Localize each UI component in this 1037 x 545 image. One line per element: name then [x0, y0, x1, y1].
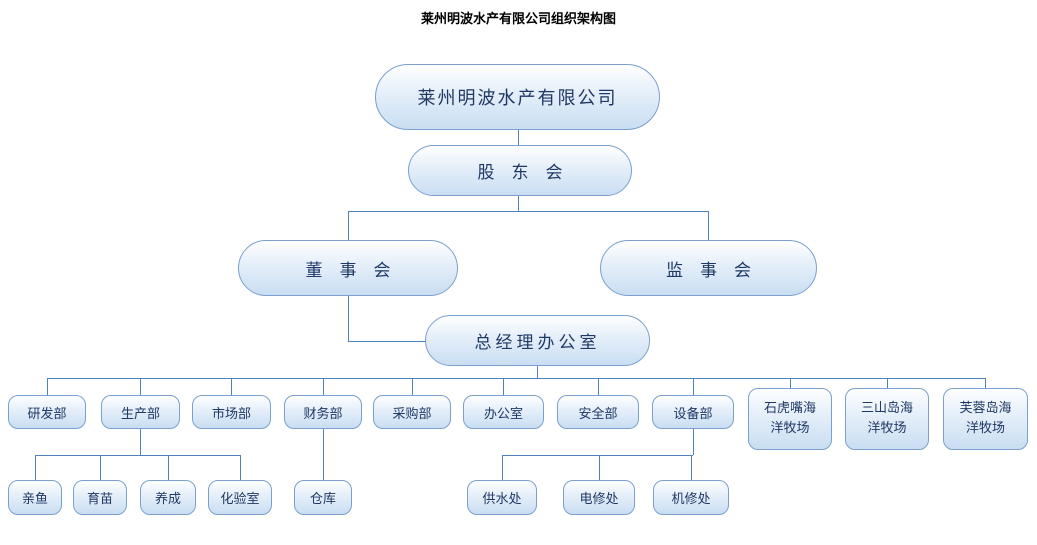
node-sub-seedling: 育苗 — [73, 480, 127, 515]
connector-equipment-bus — [502, 455, 693, 456]
connector-line — [348, 211, 709, 212]
node-supervisory: 监 事 会 — [600, 240, 817, 296]
node-label: 三山岛海 — [860, 400, 913, 416]
connector-equipment-feed — [693, 429, 694, 455]
connector-sub-drop — [168, 455, 169, 480]
node-dept-finance: 财务部 — [284, 395, 362, 429]
connector-board-gm — [348, 341, 426, 342]
node-label: 养成 — [154, 492, 181, 507]
connector-dept-drop — [231, 378, 232, 395]
node-shareholders: 股 东 会 — [408, 145, 632, 196]
connector-dept-bus — [47, 378, 985, 379]
connector-dept-drop — [598, 378, 599, 395]
node-label: 仓库 — [309, 492, 336, 507]
node-label: 董 事 会 — [305, 260, 391, 281]
connector-gm-feed — [537, 366, 538, 378]
node-label: 总经理办公室 — [474, 333, 601, 353]
node-label: 安全部 — [578, 406, 618, 422]
node-label: 生产部 — [120, 406, 160, 422]
node-label: 采购部 — [392, 406, 432, 422]
connector-dept-drop — [790, 378, 791, 388]
node-label: 育苗 — [86, 492, 113, 507]
connector-dept-drop — [412, 378, 413, 395]
node-dept-market: 市场部 — [192, 395, 271, 429]
node-gm-office: 总经理办公室 — [425, 315, 650, 366]
node-label: 亲鱼 — [21, 492, 48, 507]
connector-dept-drop — [503, 378, 504, 395]
node-sub-broodstock: 亲鱼 — [8, 480, 62, 515]
node-sub-machine-repair: 机修处 — [653, 480, 729, 515]
node-dept-equipment: 设备部 — [652, 395, 734, 429]
node-label: 股 东 会 — [477, 163, 563, 183]
node-board: 董 事 会 — [238, 240, 458, 296]
node-label: 洋牧场 — [867, 421, 907, 436]
node-label: 研发部 — [27, 406, 67, 422]
node-sub-water-supply: 供水处 — [467, 480, 537, 515]
node-ranch-sanshandao: 三山岛海 洋牧场 — [845, 388, 929, 450]
node-ranch-furongdao: 芙蓉岛海 洋牧场 — [943, 388, 1028, 450]
node-label: 芙蓉岛海 — [959, 400, 1012, 416]
connector-sub-drop — [691, 455, 692, 480]
node-label: 财务部 — [303, 406, 343, 422]
node-label: 机修处 — [671, 492, 711, 507]
connector-dept-drop — [985, 378, 986, 388]
connector-finance-warehouse — [323, 429, 324, 480]
connector-line — [518, 196, 519, 211]
connector-board-gm — [348, 296, 349, 341]
node-sub-lab: 化验室 — [208, 480, 272, 515]
node-dept-office: 办公室 — [463, 395, 544, 429]
connector-sub-drop — [35, 455, 36, 480]
chart-title: 莱州明波水产有限公司组织架构图 — [420, 11, 616, 26]
connector-production-bus — [35, 455, 240, 456]
node-label: 设备部 — [673, 406, 713, 422]
connector-dept-drop — [323, 378, 324, 395]
node-label: 电修处 — [579, 492, 619, 507]
node-ranch-shihuzui: 石虎嘴海 洋牧场 — [748, 388, 832, 450]
connector-board-drop — [348, 211, 349, 240]
connector-company-shareholders — [518, 130, 519, 145]
node-company: 莱州明波水产有限公司 — [375, 64, 660, 130]
node-label: 市场部 — [211, 406, 251, 422]
connector-dept-drop — [47, 378, 48, 395]
connector-sub-drop — [599, 455, 600, 480]
node-dept-safety: 安全部 — [557, 395, 639, 429]
node-label: 石虎嘴海 — [763, 400, 816, 416]
connector-supervisory-drop — [708, 211, 709, 240]
node-label: 化验室 — [220, 492, 260, 507]
node-dept-production: 生产部 — [101, 395, 180, 429]
connector-production-feed — [140, 429, 141, 455]
connector-dept-drop — [140, 378, 141, 395]
node-label: 洋牧场 — [965, 421, 1005, 436]
connector-sub-drop — [240, 455, 241, 480]
node-dept-procurement: 采购部 — [373, 395, 451, 429]
node-sub-electric-repair: 电修处 — [563, 480, 635, 515]
node-sub-growout: 养成 — [140, 480, 196, 515]
node-label: 监 事 会 — [666, 260, 751, 281]
connector-dept-drop — [887, 378, 888, 388]
connector-dept-drop — [693, 378, 694, 395]
node-label: 莱州明波水产有限公司 — [417, 88, 618, 109]
node-sub-warehouse: 仓库 — [294, 480, 352, 515]
node-label: 供水处 — [482, 492, 522, 507]
connector-sub-drop — [100, 455, 101, 480]
node-label: 洋牧场 — [770, 421, 810, 436]
node-dept-rd: 研发部 — [8, 395, 86, 429]
connector-sub-drop — [502, 455, 503, 480]
node-label: 办公室 — [483, 406, 523, 422]
